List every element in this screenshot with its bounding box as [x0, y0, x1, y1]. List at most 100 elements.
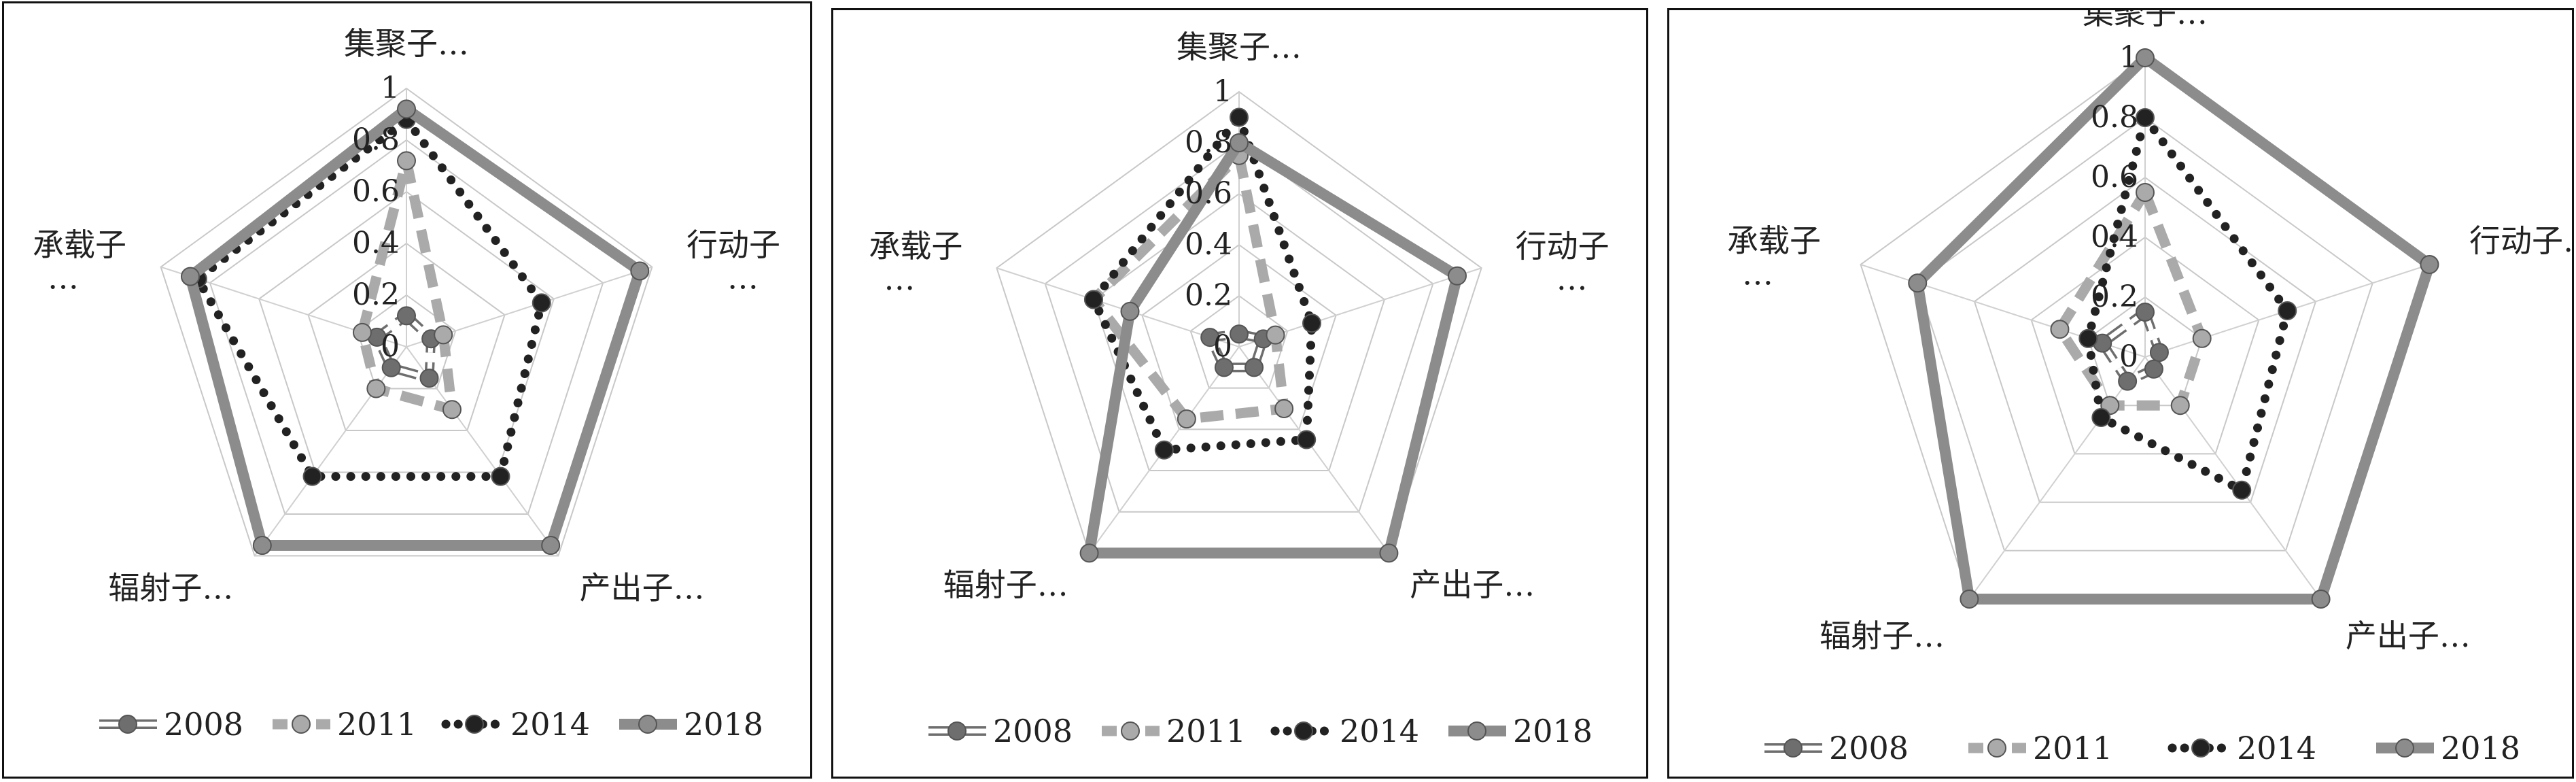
series-2018 [1079, 133, 1467, 563]
data-point [1200, 328, 1220, 347]
data-point [434, 325, 453, 345]
axis-label: 承载子… [1727, 222, 1821, 292]
data-point [1379, 543, 1399, 563]
data-point [1302, 313, 1321, 333]
legend-marker [118, 715, 137, 734]
data-point [2192, 328, 2212, 348]
legend-marker [1121, 721, 1140, 741]
tick-label: 0.8 [2091, 100, 2138, 135]
axis-label: 承载子… [33, 226, 126, 296]
legend-marker [638, 715, 657, 734]
radial-ticks: 00.20.40.60.81 [2091, 40, 2138, 374]
legend-label: 2008 [1829, 730, 1909, 766]
series-line [357, 155, 457, 415]
data-point [1447, 266, 1467, 286]
legend-label: 2011 [2033, 730, 2112, 766]
data-point [1177, 409, 1196, 429]
data-point [491, 466, 510, 486]
radar-panel-3: 00.20.40.60.81集聚子…行动子…产出子…辐射子…承载子…200820… [1667, 8, 2574, 779]
series-2011 [2050, 183, 2212, 415]
data-point [1084, 290, 1104, 309]
legend-item-2008: 2008 [1764, 730, 1909, 766]
tick-label: 0.2 [1185, 278, 1232, 313]
axis-label: 辐射子… [1820, 617, 1945, 654]
legend-label: 2014 [2237, 730, 2316, 766]
legend-label: 2011 [337, 706, 417, 743]
legend-marker [1294, 721, 1313, 741]
series-2014 [2078, 108, 2297, 500]
axis-label: 产出子… [580, 569, 705, 606]
series-2018 [180, 99, 650, 556]
axis-label: 辐射子… [943, 566, 1068, 603]
series-2008 [1200, 324, 1273, 377]
legend-label: 2018 [1513, 713, 1592, 749]
series-line [184, 103, 646, 551]
legend-item-2011: 2011 [1968, 730, 2112, 766]
axis-labels: 集聚子…行动子…产出子…辐射子…承载子… [33, 25, 780, 606]
grid-ring [160, 87, 653, 557]
data-point [180, 267, 200, 286]
series-2011 [352, 151, 462, 420]
data-point [252, 536, 272, 556]
data-point [1274, 399, 1294, 419]
legend-item-2014: 2014 [1270, 713, 1419, 749]
radial-ticks: 00.20.40.60.81 [1185, 74, 1232, 364]
grid-spoke [254, 346, 407, 557]
legend-item-2008: 2008 [99, 706, 243, 743]
tick-label: 0 [1213, 329, 1232, 364]
axis-label: 产出子… [1410, 566, 1535, 603]
series-line [2054, 187, 2208, 411]
data-point [1245, 358, 1264, 377]
data-point [352, 322, 372, 342]
legend-item-2018: 2018 [2376, 730, 2520, 766]
tick-label: 1 [1213, 74, 1232, 109]
data-point [1266, 325, 1285, 345]
tick-label: 1 [2119, 40, 2138, 75]
data-point [397, 151, 416, 171]
tick-label: 0.6 [1185, 176, 1232, 211]
series-line [1089, 113, 1317, 455]
data-point [1120, 301, 1140, 321]
tick-label: 0.2 [352, 277, 400, 312]
grid-ring [1189, 294, 1289, 389]
series-line [1912, 52, 2435, 605]
axis-label: 行动子… [1516, 228, 1609, 297]
axis-label: 辐射子… [108, 569, 233, 606]
data-point [630, 261, 650, 281]
series-2008 [367, 306, 441, 388]
legend: 2008 2011 2014 2018 [1764, 730, 2520, 766]
legend-item-2011: 2011 [273, 706, 417, 743]
data-point [2420, 255, 2439, 275]
data-point [419, 369, 439, 388]
data-point [1297, 430, 1317, 449]
axis-label: 行动子… [686, 226, 780, 296]
legend-label: 2014 [1340, 713, 1419, 749]
legend-item-2018: 2018 [1448, 713, 1592, 749]
grid-ring [258, 190, 555, 473]
grid-spoke [2144, 356, 2322, 600]
legend-item-2008: 2008 [928, 713, 1073, 749]
legend-marker [465, 715, 484, 734]
legend-marker [947, 721, 967, 741]
series-2014 [1084, 107, 1321, 460]
data-point [397, 306, 416, 326]
grid-spoke [1238, 346, 1390, 554]
data-point [2078, 328, 2098, 348]
data-point [1154, 440, 1174, 460]
data-point [2278, 301, 2297, 321]
legend-marker [2191, 738, 2210, 758]
legend-label: 2018 [684, 706, 763, 743]
data-point [2144, 359, 2163, 379]
series-line [193, 115, 546, 481]
grid-ring [307, 242, 506, 431]
axis-labels: 集聚子…行动子…产出子…辐射子…承载子… [869, 29, 1609, 603]
tick-label: 0.8 [1185, 125, 1232, 160]
legend-marker [1783, 738, 1803, 758]
data-point [2232, 480, 2252, 500]
data-point [442, 400, 462, 420]
data-point [1079, 543, 1099, 563]
axis-label: 集聚子… [2083, 10, 2208, 31]
